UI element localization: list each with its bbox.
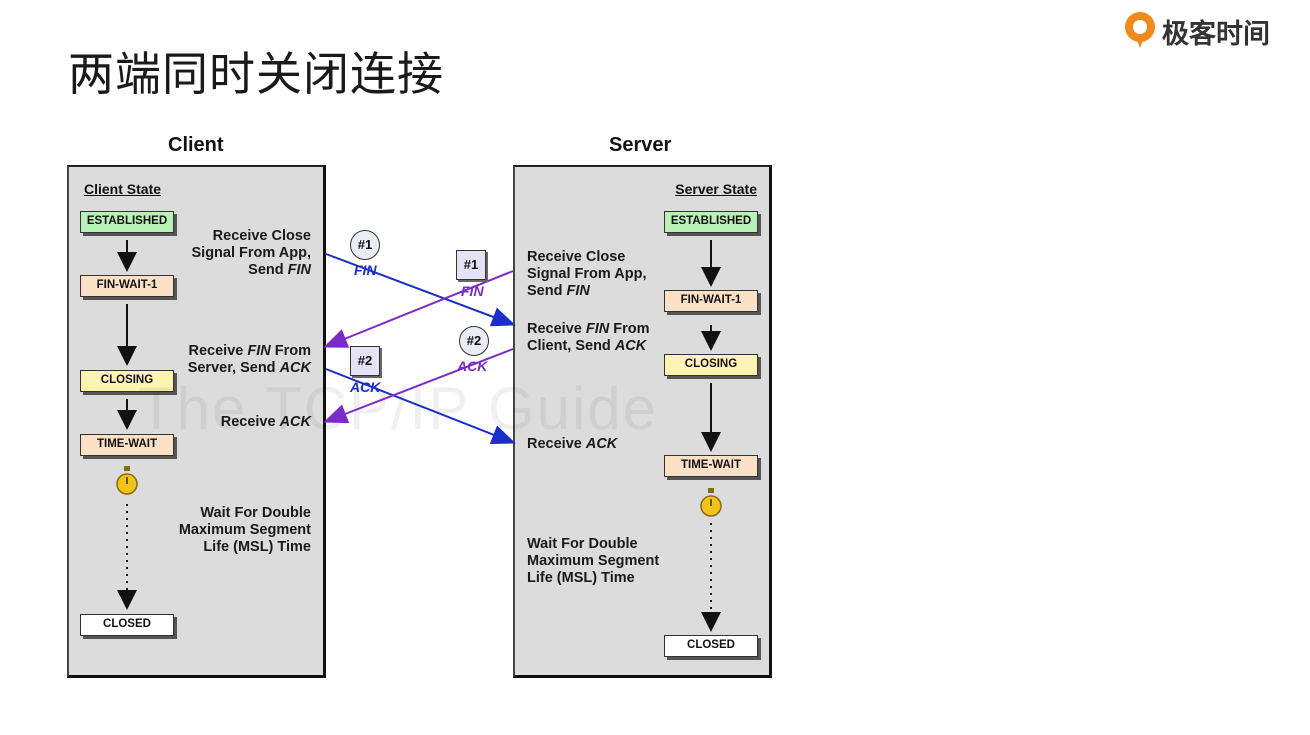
server-state-established: ESTABLISHED: [664, 211, 758, 233]
client-state-closing: CLOSING: [80, 370, 174, 392]
client-column-title: Client: [168, 134, 224, 156]
watermark: The TCP/IP Guide: [138, 375, 659, 442]
message-2-server-label: ACK: [457, 358, 488, 374]
client-step-close-signal: Receive Close Signal From App, Send FIN: [191, 228, 312, 278]
server-state-fin-wait-1: FIN-WAIT-1: [664, 290, 758, 312]
server-step-receive-fin: Receive FIN From Client, Send ACK: [527, 321, 650, 354]
client-state-heading: Client State: [84, 181, 162, 197]
server-column-title: Server: [609, 134, 672, 156]
server-stopwatch-icon: [700, 488, 722, 517]
message-1-server-label: FIN: [461, 283, 484, 299]
tcp-simultaneous-close-diagram: Client Server Client State ESTABLISHED F…: [60, 130, 780, 690]
client-step-receive-ack: Receive ACK: [220, 414, 311, 430]
message-fin-server-to-client: [323, 270, 514, 348]
message-ack-server-to-client: [323, 348, 514, 424]
message-2-server-badge: #2: [459, 326, 489, 356]
client-panel: Client State ESTABLISHED FIN-WAIT-1 CLOS…: [67, 165, 326, 678]
message-2-client-label: ACK: [350, 379, 381, 395]
message-1-server-badge: #1: [456, 250, 486, 280]
server-step-wait-msl: Wait For Double Maximum Segment Life (MS…: [527, 536, 660, 586]
slide-title: 两端同时关闭连接: [68, 47, 444, 101]
message-1-client-badge: #1: [350, 230, 380, 260]
server-state-heading: Server State: [675, 181, 757, 197]
client-state-fin-wait-1: FIN-WAIT-1: [80, 275, 174, 297]
message-ack-client-to-server: [325, 368, 516, 445]
diagram-arrows: [116, 240, 722, 632]
client-stopwatch-icon: [116, 466, 138, 495]
server-state-time-wait: TIME-WAIT: [664, 455, 758, 477]
client-step-wait-msl: Wait For Double Maximum Segment Life (MS…: [178, 505, 311, 555]
server-state-closed: CLOSED: [664, 635, 758, 657]
server-step-close-signal: Receive Close Signal From App, Send FIN: [527, 249, 647, 299]
brand-name: 极客时间: [1162, 19, 1270, 50]
server-step-receive-ack: Receive ACK: [527, 436, 618, 452]
server-state-closing: CLOSING: [664, 354, 758, 376]
geektime-logo-icon: [1125, 12, 1155, 48]
message-1-client-label: FIN: [354, 262, 377, 278]
message-fin-client-to-server: [325, 253, 516, 327]
server-panel: Server State ESTABLISHED FIN-WAIT-1 CLOS…: [513, 165, 772, 678]
client-state-established: ESTABLISHED: [80, 211, 174, 233]
client-step-receive-fin: Receive FIN From Server, Send ACK: [187, 343, 311, 376]
client-state-closed: CLOSED: [80, 614, 174, 636]
client-state-time-wait: TIME-WAIT: [80, 434, 174, 456]
message-2-client-badge: #2: [350, 346, 380, 376]
